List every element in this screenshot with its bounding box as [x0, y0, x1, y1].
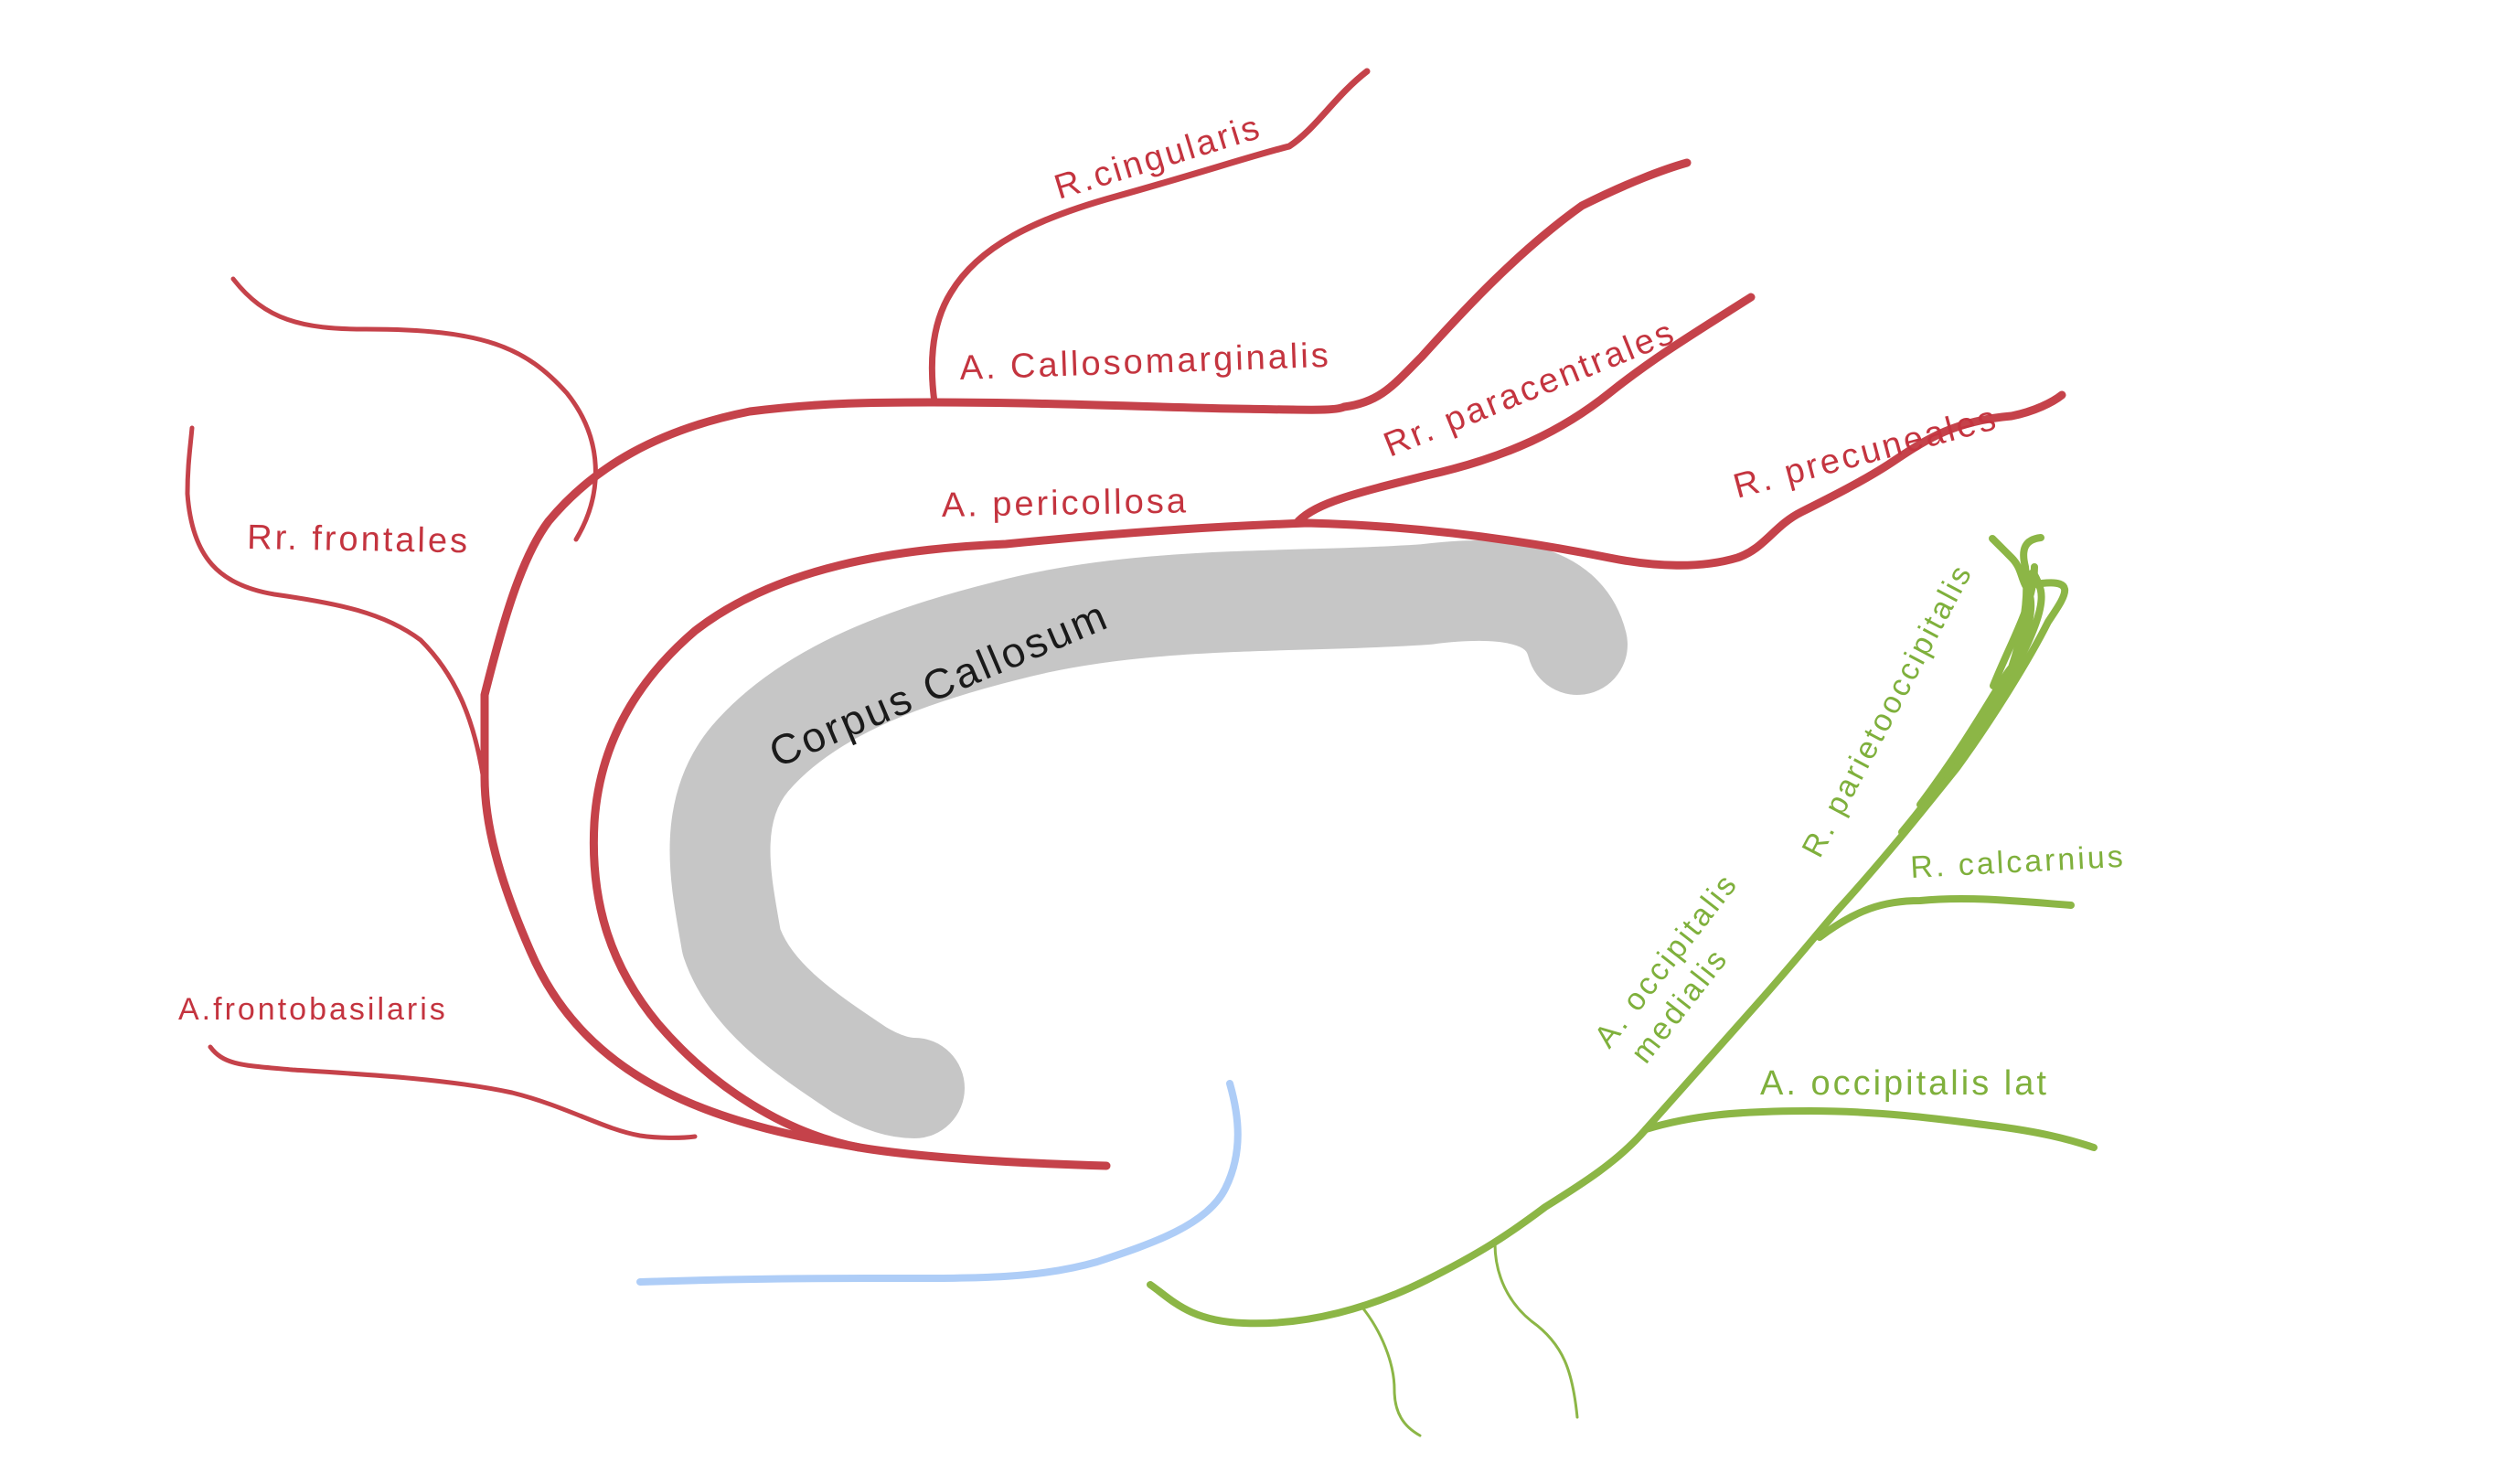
- paracentrales-branch: [1294, 293, 1756, 526]
- occipital-twig-2: [1493, 1242, 1579, 1419]
- label-r-parietooccipitalis: R. parietooccipitalis: [1796, 558, 1980, 863]
- callosomarginalis-artery: [480, 158, 1692, 1152]
- corpus-callosum-shape: [669, 539, 1628, 1138]
- calcarnius-branch: [1816, 894, 2075, 941]
- label-a-occipitalis-lat: A. occipitalis lat: [1760, 1064, 2049, 1103]
- label-a-callosomarginalis: A. Callosomarginalis: [959, 336, 1332, 388]
- occipitalis-medialis-artery: [1147, 579, 2069, 1328]
- label-r-calcarnius: R. calcarnius: [1909, 839, 2126, 885]
- frontobasilaris-artery: [208, 1044, 698, 1140]
- label-a-pericollosa: A. pericollosa: [941, 482, 1189, 525]
- label-r-precuneales: R. precuneales: [1729, 399, 2002, 507]
- frontales-branch-lower: [185, 425, 487, 789]
- frontales-branch-upper: [230, 276, 598, 542]
- label-r-cingularis: R.cingularis: [1050, 108, 1266, 208]
- cingularis-branch: [928, 68, 1371, 406]
- label-a-frontobasilaris: A.frontobasilaris: [178, 992, 448, 1027]
- pericallosa-artery: [589, 390, 2066, 1170]
- label-rr-frontales: Rr. frontales: [247, 518, 471, 561]
- occipitalis-lat-artery: [1642, 1107, 2098, 1151]
- parietooccipitalis-upper: [1916, 534, 2044, 808]
- blue-vessel: [636, 1080, 1242, 1286]
- occipital-twig-1: [1361, 1306, 1422, 1437]
